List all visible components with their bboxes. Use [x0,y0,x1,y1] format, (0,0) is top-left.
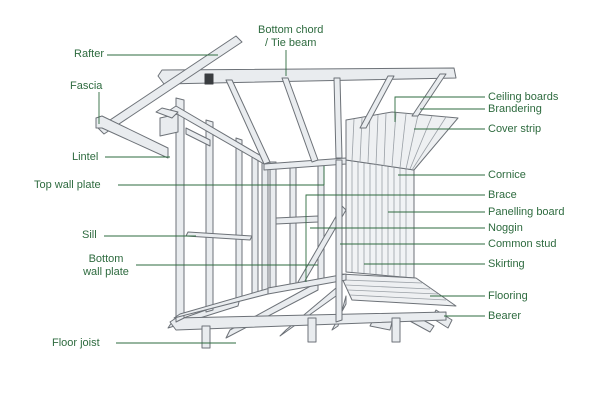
leader-ceiling-boards [394,96,485,122]
flooring-board-lines [343,279,447,301]
label-cornice: Cornice [488,169,526,181]
label-bottom-wall-plate-line2: wall plate [83,266,129,278]
leader-brace [305,194,485,282]
piers [201,317,401,349]
label-bottom-chord-line1: Bottom chord [258,24,324,36]
label-skirting: Skirting [488,258,525,270]
bottom-plate-back [267,273,347,295]
wall-plate-cross [155,107,179,119]
label-panelling-board: Panelling board [488,206,565,218]
label-noggin: Noggin [488,222,523,234]
panelling-board-lines [351,161,407,277]
label-brandering: Brandering [488,103,542,115]
label-flooring: Flooring [488,290,528,302]
label-fascia: Fascia [70,80,103,92]
bolt-block [204,73,214,85]
flooring-boards [339,273,457,307]
common-stud-front [335,159,343,323]
label-lintel: Lintel [72,151,99,163]
ceiling-boards [345,111,459,171]
label-bottom-wall-plate-line1: Bottom [88,253,124,265]
label-sill: Sill [82,229,97,241]
left-wall-studs [175,97,269,323]
noggin [275,215,319,225]
rafters [97,35,447,165]
window-head [185,127,211,147]
label-bottom-wall-plate: Bottom wall plate [78,253,134,279]
label-common-stud: Common stud [488,238,557,250]
label-top-wall-plate: Top wall plate [34,179,101,191]
label-floor-joist: Floor joist [52,337,100,349]
fascia-board [95,115,169,159]
label-rafter: Rafter [74,48,104,60]
label-bearer: Bearer [488,310,522,322]
label-bottom-chord: Bottom chord / Tie beam [258,24,323,50]
label-tie-beam-line2: / Tie beam [265,37,317,49]
back-top-plate [263,157,347,171]
sill-beam [185,231,253,241]
label-ceiling-boards: Ceiling boards [488,91,559,103]
label-cover-strip: Cover strip [488,123,542,135]
label-brace: Brace [488,189,517,201]
